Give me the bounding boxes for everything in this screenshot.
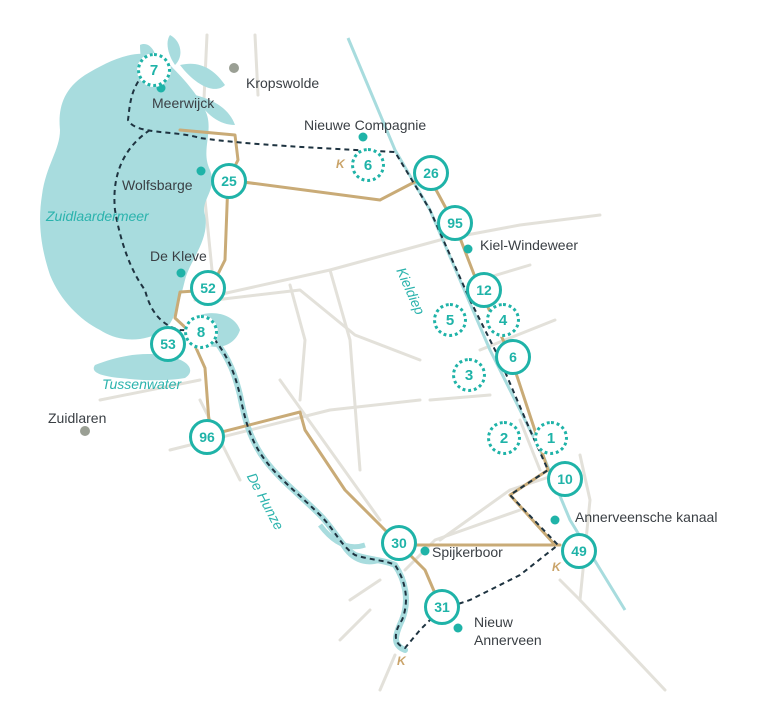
dot-zuidlaren: [80, 426, 90, 436]
waypoint-2[interactable]: 2: [487, 421, 521, 455]
label-wolfsbarge: Wolfsbarge: [122, 177, 193, 193]
label-nieuw-annerveen-2: Annerveen: [474, 632, 542, 648]
place-dots: [80, 63, 560, 633]
label-kiel-windeweer: Kiel-Windeweer: [480, 237, 579, 253]
label-nieuwe-compagnie: Nieuwe Compagnie: [304, 117, 427, 133]
kieldiep-canal: [346, 37, 627, 611]
waypoint-1[interactable]: 1: [534, 421, 568, 455]
dot-spijkerboor: [420, 546, 430, 556]
de-hunze-river: [212, 337, 409, 653]
waypoint-5[interactable]: 5: [433, 303, 467, 337]
waypoint-8[interactable]: 8: [184, 315, 218, 349]
label-de-kleve: De Kleve: [150, 248, 207, 264]
label-zuidlaardermeer: Zuidlaardermeer: [46, 208, 149, 224]
label-kropswolde: Kropswolde: [246, 75, 320, 91]
dot-nieuw-annerveen: [453, 623, 463, 633]
junction-node-31[interactable]: 31: [424, 589, 460, 625]
waypoint-7[interactable]: 7: [137, 53, 171, 87]
k-marker-2: K: [552, 560, 561, 574]
dot-de-kleve: [176, 268, 186, 278]
junction-node-95[interactable]: 95: [437, 205, 473, 241]
junction-node-53[interactable]: 53: [150, 326, 186, 362]
junction-node-25[interactable]: 25: [211, 163, 247, 199]
dot-kropswolde: [229, 63, 239, 73]
waypoint-4[interactable]: 4: [486, 303, 520, 337]
junction-node-52[interactable]: 52: [190, 270, 226, 306]
junction-node-12[interactable]: 12: [466, 272, 502, 308]
zuidlaardermeer-lake: [40, 53, 213, 340]
junction-node-26[interactable]: 26: [413, 155, 449, 191]
dot-annerveensche-kanaal: [550, 515, 560, 525]
junction-node-49[interactable]: 49: [561, 533, 597, 569]
label-annerveensche-kanaal: Annerveensche kanaal: [575, 509, 718, 525]
waypoint-3[interactable]: 3: [452, 358, 486, 392]
dot-wolfsbarge: [196, 166, 206, 176]
junction-node-96[interactable]: 96: [189, 419, 225, 455]
waypoint-6[interactable]: 6: [351, 148, 385, 182]
label-tussenwater: Tussenwater: [102, 376, 182, 392]
label-meerwijck: Meerwijck: [152, 95, 215, 111]
junction-node-10[interactable]: 10: [547, 461, 583, 497]
junction-node-30[interactable]: 30: [381, 525, 417, 561]
k-marker-3: K: [397, 654, 406, 668]
label-zuidlaren: Zuidlaren: [48, 410, 107, 426]
dot-kiel-windeweer: [463, 244, 473, 254]
dot-nieuwe-compagnie: [358, 132, 368, 142]
label-nieuw-annerveen-1: Nieuw: [474, 614, 513, 630]
junction-node-6[interactable]: 6: [495, 339, 531, 375]
k-marker-1: K: [336, 157, 345, 171]
label-spijkerboor: Spijkerboor: [432, 544, 503, 560]
dashed-trail: [113, 67, 560, 650]
